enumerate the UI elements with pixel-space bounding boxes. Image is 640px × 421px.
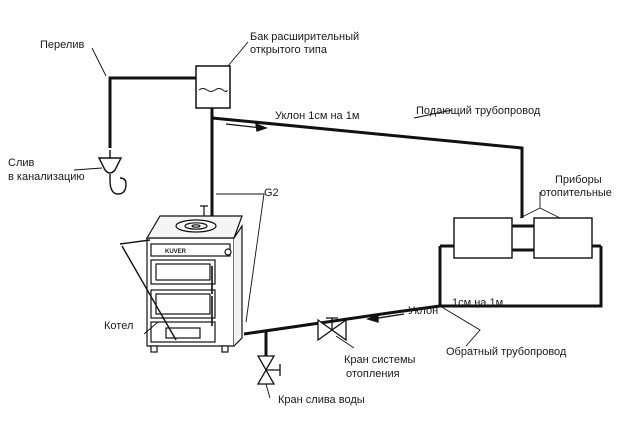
drain-valve-label: Кран слива воды bbox=[278, 394, 365, 406]
heating-valve-label-line2: отопления bbox=[346, 368, 400, 380]
g2-label: G2 bbox=[264, 187, 279, 199]
expansion-tank bbox=[195, 65, 231, 109]
drain-funnel-icon bbox=[97, 150, 127, 195]
radiators-label-line1: Приборы bbox=[555, 174, 602, 186]
return-pipe-label: Обратный трубопровод bbox=[446, 346, 567, 358]
drain-label-line1: Слив bbox=[8, 157, 35, 169]
expansion-tank-label-line2: открытого типа bbox=[250, 44, 327, 56]
pipes bbox=[108, 76, 603, 356]
return-main-pipe bbox=[243, 304, 441, 336]
overflow-pipe bbox=[108, 76, 196, 148]
return-pipe bbox=[438, 246, 603, 308]
expansion-tank-label-line1: Бак расширительный bbox=[250, 31, 360, 43]
return-slope-label-b: 1см на 1м bbox=[452, 297, 504, 309]
radiator-right bbox=[533, 217, 593, 259]
slope-arrows bbox=[225, 122, 405, 323]
drain-label-line2: в канализацию bbox=[8, 171, 85, 183]
boiler-label: Котел bbox=[104, 320, 134, 332]
boiler-brand-label: KUVER bbox=[165, 249, 187, 255]
leader-lines bbox=[73, 41, 561, 399]
supply-pipe bbox=[211, 116, 524, 218]
heating-valve-icon bbox=[317, 317, 347, 342]
heating-valve-label-line1: Кран системы bbox=[344, 354, 416, 366]
overflow-label: Перелив bbox=[40, 39, 85, 51]
return-slope-label-a: Уклон bbox=[408, 305, 439, 317]
radiator-left bbox=[453, 217, 513, 259]
radiators-label-line2: отопительные bbox=[540, 187, 612, 199]
boiler: KUVER bbox=[119, 205, 243, 353]
supply-slope-label: Уклон 1см на 1м bbox=[275, 110, 360, 122]
radiators bbox=[440, 217, 601, 259]
drain-valve-icon bbox=[256, 355, 281, 385]
supply-pipe-label: Подающий трубопровод bbox=[416, 105, 541, 117]
